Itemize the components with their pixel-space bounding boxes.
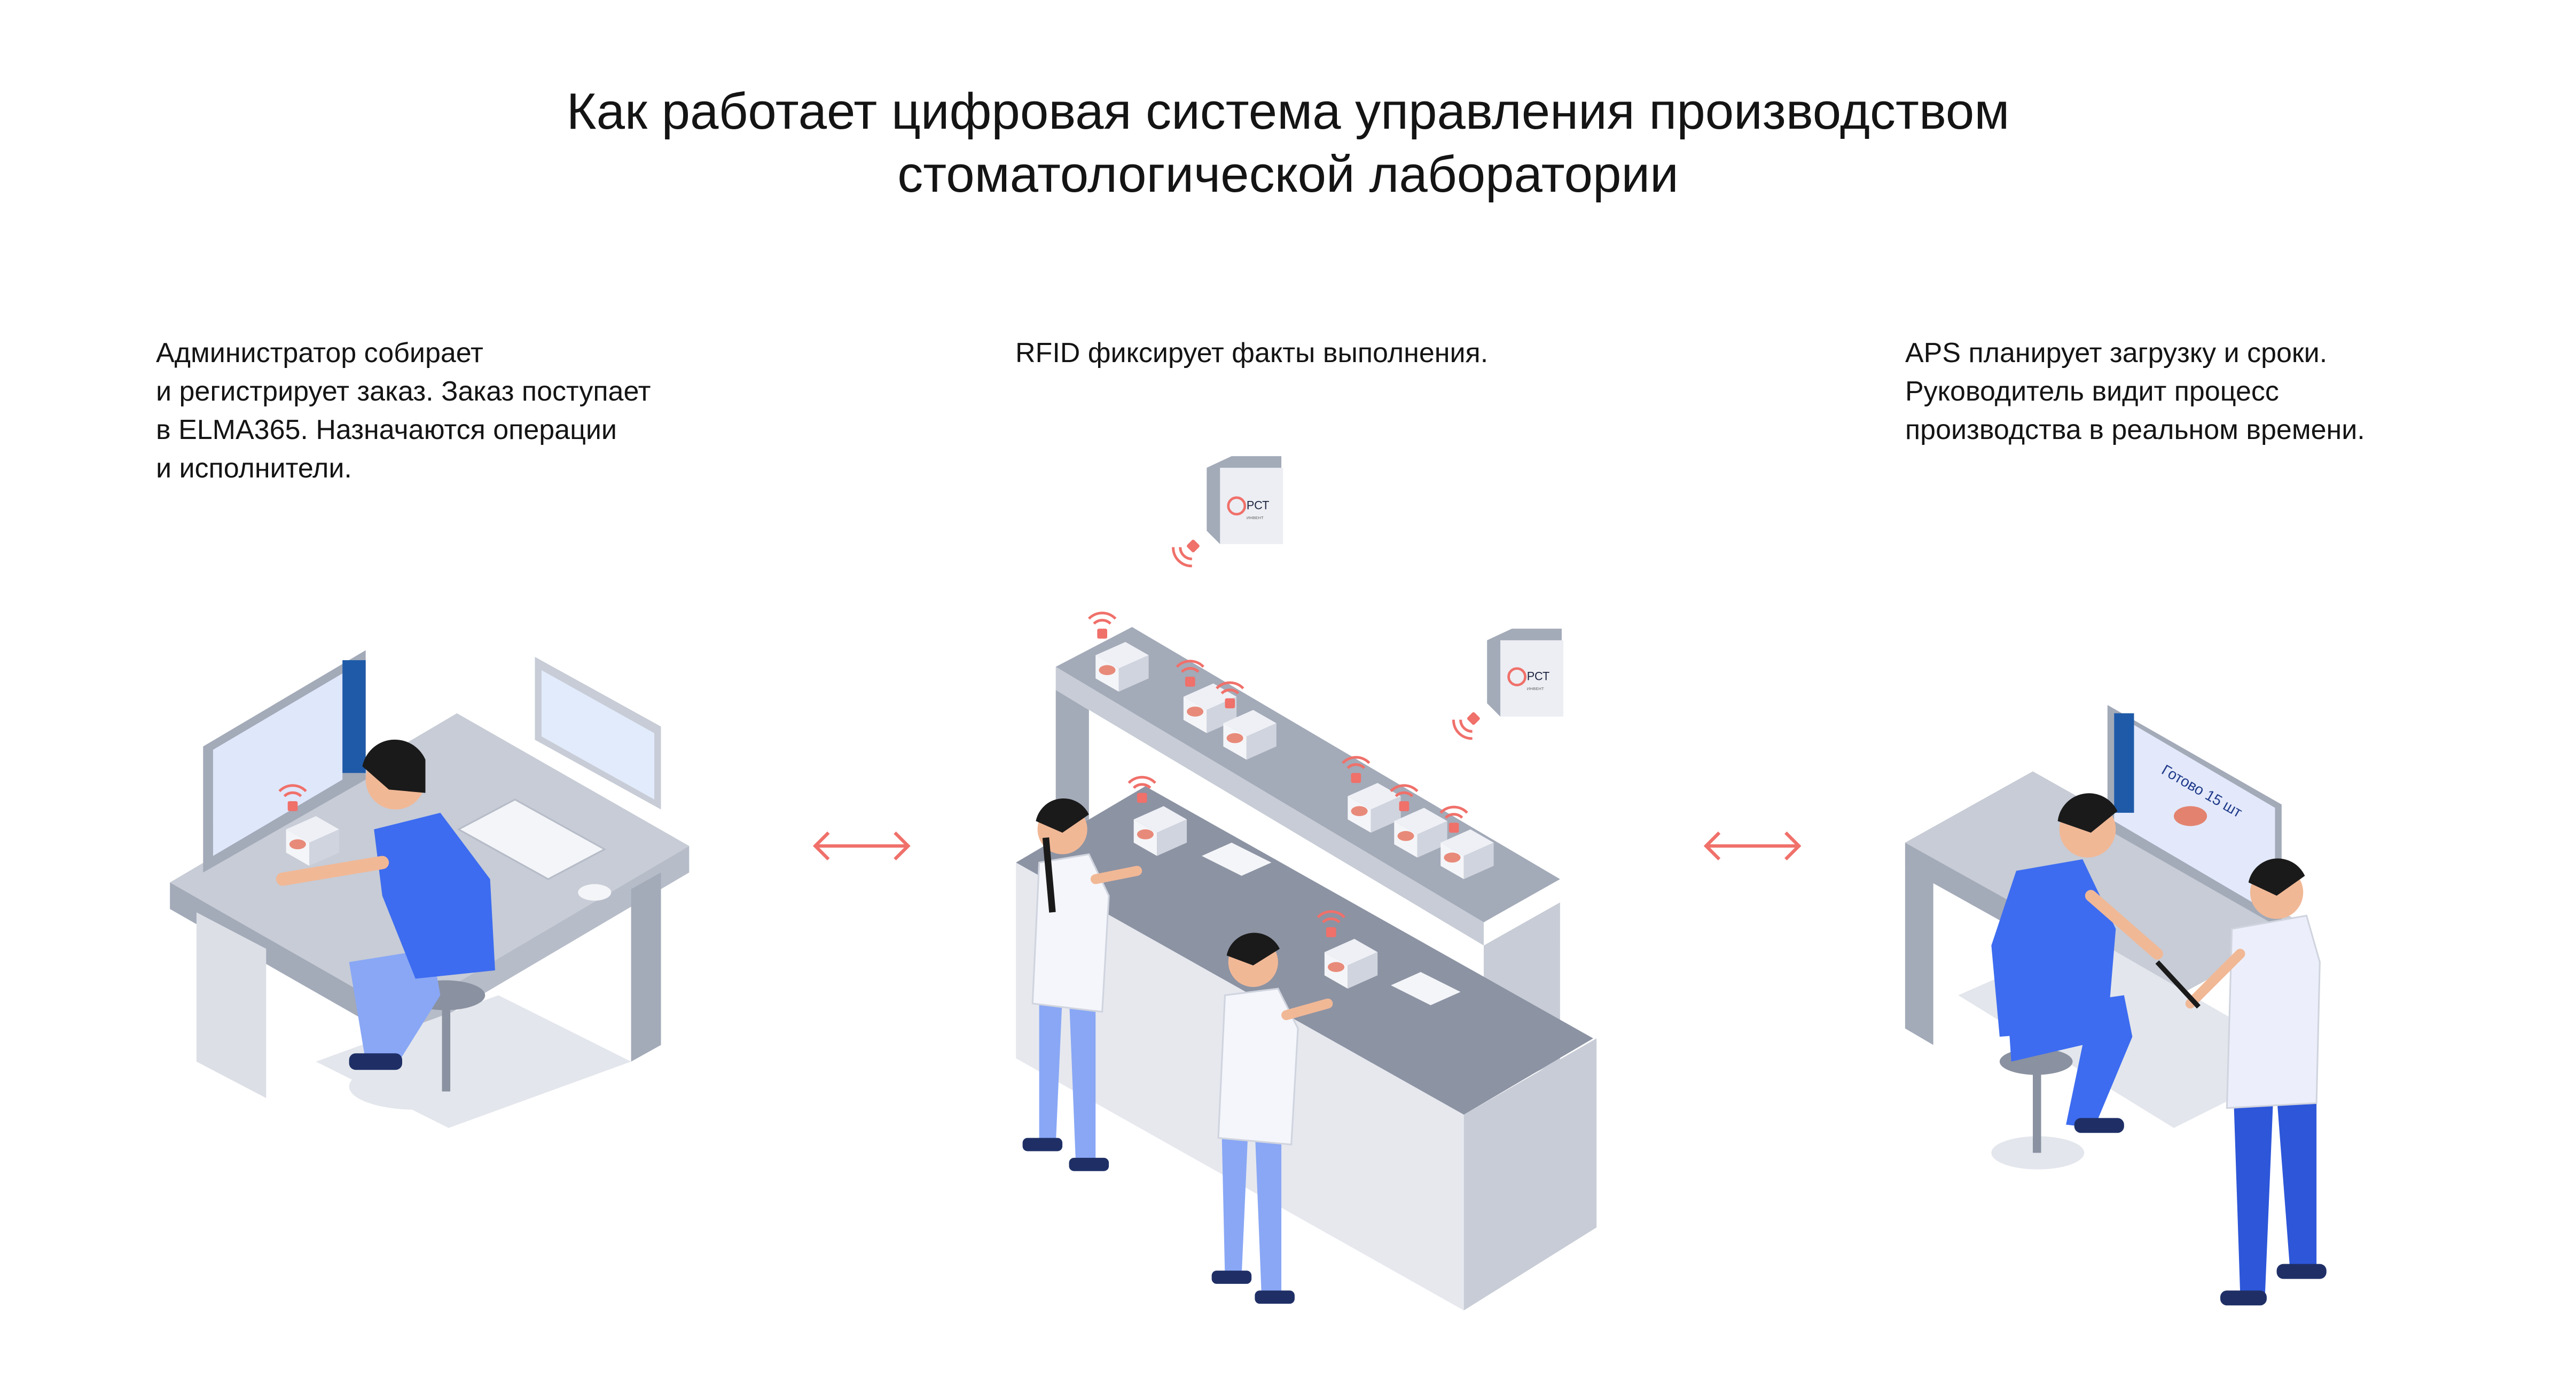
caption-line: производства в реальном времени. <box>1905 414 2365 445</box>
rfid-reader: РСТ ИНВЕНТ <box>1169 456 1283 570</box>
caption-line: Руководитель видит процесс <box>1905 376 2279 407</box>
production-line-scene: РСТ ИНВЕНТ РСТ ИНВЕНТ <box>1016 456 1597 1311</box>
caption-line: RFID фиксирует факты выполнения. <box>1015 338 1489 369</box>
title-line-1: Как работает цифровая система управления… <box>566 83 2010 140</box>
reader-logo-text: РСТ <box>1247 498 1270 512</box>
reader-logo-sub: ИНВЕНТ <box>1247 515 1264 520</box>
caption-line: Администратор собирает <box>156 338 483 369</box>
caption-line: APS планирует загрузку и сроки. <box>1905 338 2328 369</box>
technician-woman <box>1022 798 1142 1171</box>
caption-line: и регистрирует заказ. Заказ поступает <box>156 376 651 407</box>
manager-scene: Готово 15 шт <box>1905 704 2327 1306</box>
title-line-2: стоматологической лаборатории <box>897 146 1679 203</box>
clipboard-icon <box>2155 960 2201 1009</box>
arrow-left-right-icon <box>1703 831 1802 861</box>
caption-line: и исполнители. <box>156 453 352 484</box>
caption-line: в ELMA365. Назначаются операции <box>156 414 617 445</box>
page-title: Как работает цифровая система управления… <box>0 80 2576 206</box>
arrow-left-right-icon <box>812 831 911 861</box>
admin-desk-scene <box>170 650 690 1128</box>
step-3-caption: APS планирует загрузку и сроки. Руководи… <box>1905 334 2365 449</box>
step-2-caption: RFID фиксирует факты выполнения. <box>1015 334 1488 372</box>
reader-logo-sub: ИНВЕНТ <box>1527 686 1544 691</box>
technician-man <box>1211 932 1333 1304</box>
step-1-caption: Администратор собирает и регистрирует за… <box>156 334 651 488</box>
rfid-reader: РСТ ИНВЕНТ <box>1450 629 1564 742</box>
reader-logo-text: РСТ <box>1527 669 1550 683</box>
